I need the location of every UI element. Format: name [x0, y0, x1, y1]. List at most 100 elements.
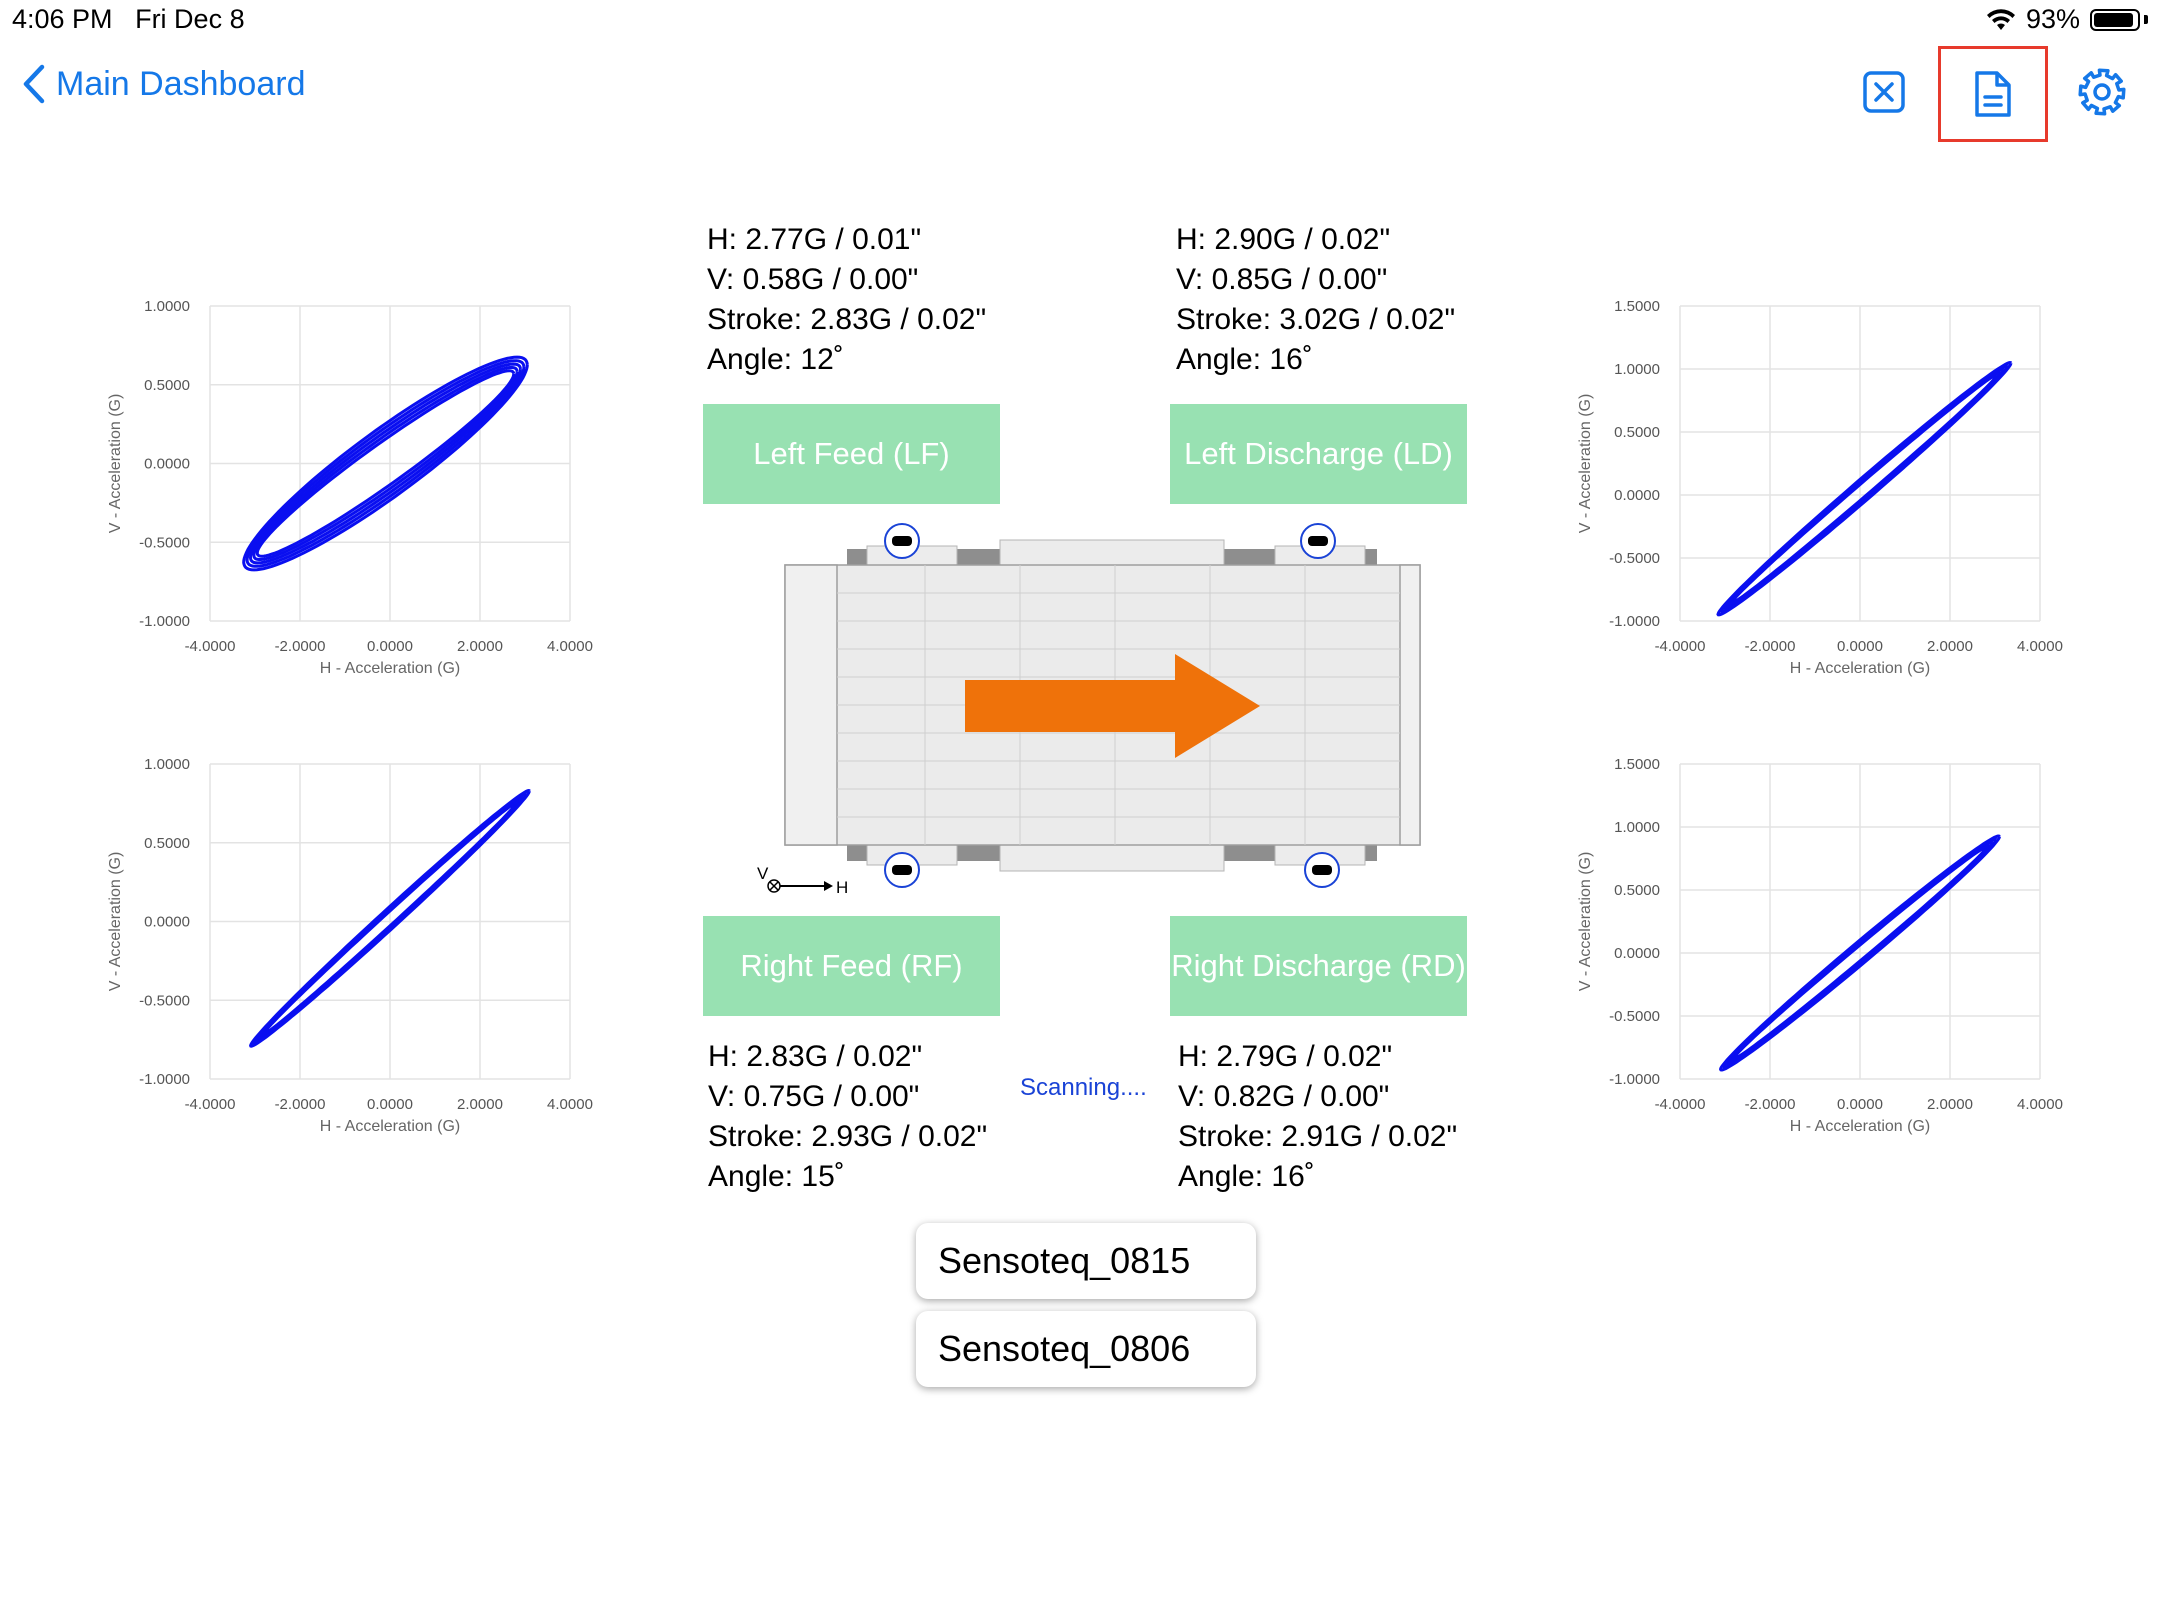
time: 4:06 PM — [12, 4, 113, 34]
loop-trace — [252, 366, 519, 561]
y-axis-label: V - Acceleration (G) — [1577, 394, 1594, 534]
x-tick-label: -2.0000 — [275, 638, 326, 655]
y-tick-label: 1.0000 — [144, 756, 190, 773]
reading-stroke: Stroke: 2.83G / 0.02" — [707, 303, 987, 336]
label-left-feed[interactable]: Left Feed (LF) — [703, 404, 1000, 504]
flow-direction-arrow — [965, 654, 1260, 758]
reading-h: H: 2.79G / 0.02" — [1178, 1040, 1393, 1073]
reading-angle: Angle: 12˚ — [707, 343, 844, 376]
sensor-button-0815[interactable]: Sensoteq_0815 — [916, 1223, 1256, 1299]
x-tick-label: 2.0000 — [457, 638, 503, 655]
sensor-rf[interactable] — [884, 852, 920, 888]
x-axis-label: H - Acceleration (G) — [320, 660, 460, 677]
y-tick-label: 0.5000 — [1614, 882, 1660, 899]
reading-angle: Angle: 16˚ — [1176, 343, 1313, 376]
status-time: 4:06 PM Fri Dec 8 — [12, 4, 245, 35]
x-tick-label: -2.0000 — [1745, 638, 1796, 655]
reading-rd: H: 2.79G / 0.02" V: 0.82G / 0.00" Stroke… — [1178, 1037, 1457, 1197]
sensor-ld[interactable] — [1300, 523, 1336, 559]
x-tick-label: 4.0000 — [547, 1096, 593, 1113]
chevron-left-icon — [23, 64, 45, 104]
reading-stroke: Stroke: 3.02G / 0.02" — [1176, 303, 1456, 336]
x-axis-label: H - Acceleration (G) — [320, 1118, 460, 1135]
loop-trace — [255, 369, 516, 558]
reading-angle: Angle: 15˚ — [708, 1160, 845, 1193]
report-button[interactable] — [1938, 46, 2048, 142]
y-tick-label: -1.0000 — [1609, 1071, 1660, 1088]
scanning-status: Scanning.... — [1020, 1074, 1147, 1101]
label-right-discharge[interactable]: Right Discharge (RD) — [1170, 916, 1467, 1016]
reading-v: V: 0.58G / 0.00" — [707, 263, 919, 296]
y-tick-label: 0.5000 — [144, 377, 190, 394]
top-plate — [999, 539, 1225, 567]
x-tick-label: 0.0000 — [367, 638, 413, 655]
reading-lf: H: 2.77G / 0.01" V: 0.58G / 0.00" Stroke… — [707, 220, 986, 380]
x-tick-label: -4.0000 — [1655, 1096, 1706, 1113]
x-tick-label: -4.0000 — [1655, 638, 1706, 655]
x-tick-label: 0.0000 — [1837, 638, 1883, 655]
x-tick-label: 4.0000 — [2017, 1096, 2063, 1113]
y-axis-label: V - Acceleration (G) — [107, 394, 124, 534]
y-axis-label: V - Acceleration (G) — [1577, 852, 1594, 992]
loop-trace — [1719, 834, 2001, 1072]
sensor-rd[interactable] — [1304, 852, 1340, 888]
y-tick-label: 0.5000 — [1614, 424, 1660, 441]
y-tick-label: -0.5000 — [1609, 550, 1660, 567]
close-box-icon — [1863, 71, 1905, 113]
reading-angle: Angle: 16˚ — [1178, 1160, 1315, 1193]
loop-trace — [242, 355, 529, 572]
date: Fri Dec 8 — [135, 4, 245, 34]
x-tick-label: 0.0000 — [367, 1096, 413, 1113]
x-tick-label: 4.0000 — [547, 638, 593, 655]
sensor-lf[interactable] — [884, 523, 920, 559]
reading-stroke: Stroke: 2.93G / 0.02" — [708, 1120, 988, 1153]
reading-v: V: 0.85G / 0.00" — [1176, 263, 1388, 296]
reading-v: V: 0.75G / 0.00" — [708, 1080, 920, 1113]
y-tick-label: -1.0000 — [1609, 613, 1660, 630]
gear-icon — [2078, 68, 2126, 116]
y-tick-label: 1.0000 — [144, 298, 190, 315]
reading-h: H: 2.77G / 0.01" — [707, 223, 922, 256]
x-tick-label: 4.0000 — [2017, 638, 2063, 655]
y-tick-label: -0.5000 — [139, 534, 190, 551]
bottom-plate — [999, 844, 1225, 872]
close-button[interactable] — [1848, 56, 1920, 128]
sensor-button-0806[interactable]: Sensoteq_0806 — [916, 1311, 1256, 1387]
axis-v-label: V — [757, 864, 769, 883]
back-button[interactable]: Main Dashboard — [22, 64, 305, 104]
axis-h-label: H — [836, 878, 848, 897]
screen-feed-end — [784, 564, 838, 846]
y-tick-label: -1.0000 — [139, 1071, 190, 1088]
label-right-feed[interactable]: Right Feed (RF) — [703, 916, 1000, 1016]
y-tick-label: -0.5000 — [1609, 1008, 1660, 1025]
loop-trace — [1719, 364, 2009, 614]
loop-trace — [245, 359, 526, 568]
y-tick-label: 0.0000 — [144, 914, 190, 931]
x-axis-label: H - Acceleration (G) — [1790, 1118, 1930, 1135]
reading-ld: H: 2.90G / 0.02" V: 0.85G / 0.00" Stroke… — [1176, 220, 1455, 380]
reading-v: V: 0.82G / 0.00" — [1178, 1080, 1390, 1113]
y-tick-label: 0.0000 — [1614, 487, 1660, 504]
status-indicators: 93% — [1986, 4, 2148, 35]
battery-tip — [2144, 15, 2148, 24]
reading-rf: H: 2.83G / 0.02" V: 0.75G / 0.00" Stroke… — [708, 1037, 987, 1197]
x-tick-label: -2.0000 — [1745, 1096, 1796, 1113]
y-tick-label: 1.0000 — [1614, 361, 1660, 378]
settings-button[interactable] — [2066, 56, 2138, 128]
loop-trace — [1716, 360, 2013, 617]
battery-icon — [2090, 8, 2140, 31]
screen-discharge-end — [1399, 564, 1421, 846]
x-tick-label: -4.0000 — [185, 1096, 236, 1113]
machine-diagram: V H — [757, 523, 1421, 897]
reading-h: H: 2.83G / 0.02" — [708, 1040, 923, 1073]
y-tick-label: 0.0000 — [1614, 945, 1660, 962]
reading-stroke: Stroke: 2.91G / 0.02" — [1178, 1120, 1458, 1153]
x-tick-label: 2.0000 — [457, 1096, 503, 1113]
y-tick-label: 1.0000 — [1614, 819, 1660, 836]
y-axis-label: V - Acceleration (G) — [107, 852, 124, 992]
y-tick-label: 0.0000 — [144, 456, 190, 473]
label-left-discharge[interactable]: Left Discharge (LD) — [1170, 404, 1467, 504]
loop-trace — [249, 788, 531, 1048]
